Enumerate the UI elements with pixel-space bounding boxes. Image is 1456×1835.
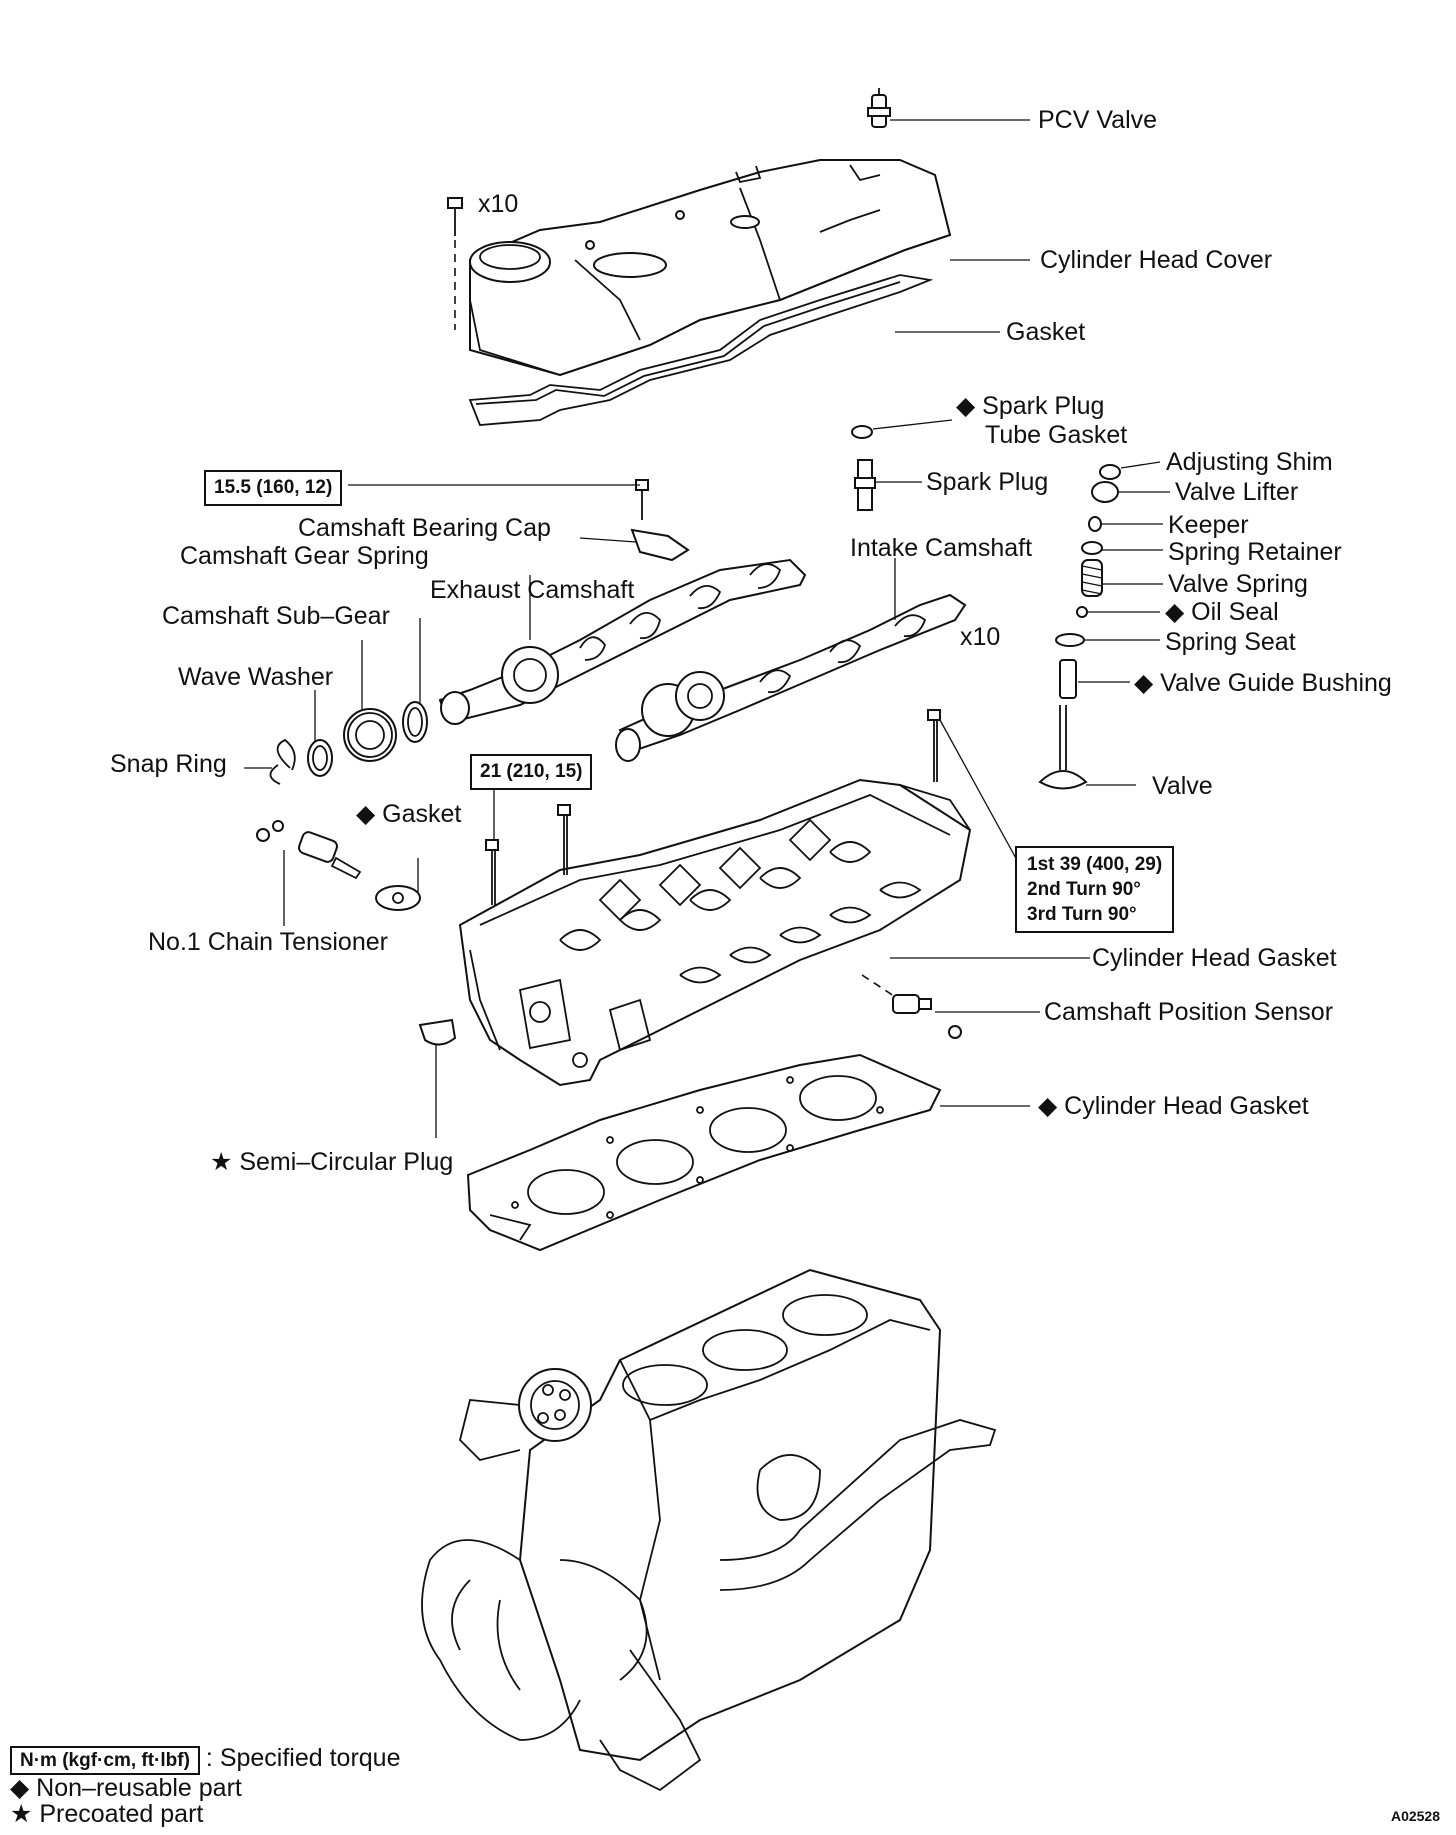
label-cover-gasket: Gasket [1006,318,1086,346]
cover-bolt-part [447,197,463,330]
label-valve: Valve [1152,772,1213,800]
legend-torque-unit: N·m (kgf·cm, ft·lbf) [10,1746,200,1775]
label-intake-camshaft: Intake Camshaft [850,534,1033,562]
label-x10-cover: x10 [478,190,519,218]
label-wave-washer: Wave Washer [178,663,334,691]
cylinder-head-cover-part [469,159,1030,377]
figure-code: A02528 [1390,1808,1440,1824]
torque-box-bearing-cap: 15.5 (160, 12) [204,470,343,506]
intake-camshaft-part [615,558,967,762]
cover-gasket-part [468,274,1000,426]
semi-circular-plug-part [418,1018,457,1138]
torque-box-head-bolt: 21 (210, 15) [470,754,593,790]
label-camshaft-sub-gear: Camshaft Sub–Gear [162,602,390,630]
label-spark-plug-tube-gasket-line2: Tube Gasket [985,421,1128,449]
label-cylinder-head-cover: Cylinder Head Cover [1040,246,1273,274]
label-cylinder-head-gasket-lower: ◆ Cylinder Head Gasket [1038,1092,1309,1120]
label-valve-guide-bushing: ◆ Valve Guide Bushing [1134,669,1392,697]
torque-box-main-head-bolt: 1st 39 (400, 29) 2nd Turn 90° 3rd Turn 9… [1015,846,1175,933]
exhaust-camshaft-part [438,558,807,725]
torque-step-3: 3rd Turn 90° [1027,904,1137,925]
legend-torque-text: : Specified torque [205,1744,401,1772]
label-no1-chain-tensioner: No.1 Chain Tensioner [148,928,388,956]
label-camshaft-bearing-cap: Camshaft Bearing Cap [298,514,551,542]
label-snap-ring: Snap Ring [110,750,227,778]
torque-step-2: 2nd Turn 90° [1027,879,1141,900]
camshaft-gear-parts [244,618,428,785]
engine-block-part [421,1268,997,1792]
label-spark-plug: Spark Plug [926,468,1049,496]
label-camshaft-position-sensor: Camshaft Position Sensor [1044,998,1334,1026]
label-oil-seal: ◆ Oil Seal [1165,598,1279,626]
label-spring-retainer: Spring Retainer [1168,538,1342,566]
label-camshaft-gear-spring: Camshaft Gear Spring [180,542,429,570]
label-exhaust-camshaft: Exhaust Camshaft [430,576,635,604]
camshaft-bearing-cap-part [348,479,690,562]
label-cylinder-head-gasket-upper: Cylinder Head Gasket [1092,944,1337,972]
legend-torque: N·m (kgf·cm, ft·lbf): Specified torque [10,1744,401,1775]
label-tensioner-gasket: ◆ Gasket [356,800,462,828]
valve-train-parts [1038,461,1170,790]
legend-precoated: ★ Precoated part [10,1800,204,1828]
label-spark-plug-tube-gasket-line1: ◆ Spark Plug [956,392,1105,420]
label-x10-camshaft: x10 [960,623,1001,651]
torque-step-1: 1st 39 (400, 29) [1027,854,1163,875]
label-valve-spring: Valve Spring [1168,570,1308,598]
label-spring-seat: Spring Seat [1165,628,1296,656]
label-keeper: Keeper [1168,511,1249,539]
label-adjusting-shim: Adjusting Shim [1166,448,1333,476]
cylinder-head-part [458,778,972,1087]
head-bolts-parts [485,709,1019,905]
chain-tensioner-part [256,820,421,926]
lower-cylinder-head-gasket-part [466,1053,1030,1252]
legend-non-reusable: ◆ Non–reusable part [10,1774,242,1802]
camshaft-position-sensor-part [861,957,1090,1039]
pcv-valve-part [867,88,1030,128]
label-semi-circular-plug: ★ Semi–Circular Plug [210,1148,454,1176]
spark-plug-parts [851,419,953,511]
label-valve-lifter: Valve Lifter [1175,478,1299,506]
label-pcv-valve: PCV Valve [1038,106,1158,134]
